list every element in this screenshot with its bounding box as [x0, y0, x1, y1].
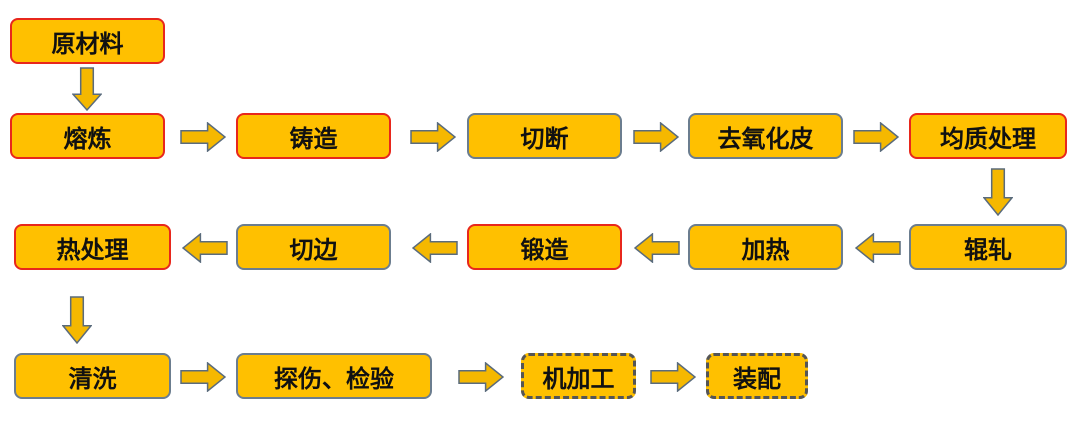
- step-descaling: 去氧化皮: [688, 113, 843, 159]
- step-trimming: 切边: [236, 224, 391, 270]
- arrow-right-icon: [180, 362, 226, 392]
- arrow-right-icon: [853, 122, 899, 152]
- step-rolling: 辊轧: [909, 224, 1067, 270]
- arrow-down-icon: [62, 296, 92, 344]
- arrow-right-icon: [650, 362, 696, 392]
- step-inspection: 探伤、检验: [236, 353, 432, 399]
- arrow-down-icon: [983, 168, 1013, 216]
- arrow-right-icon: [458, 362, 504, 392]
- arrow-left-icon: [182, 233, 228, 263]
- step-casting: 铸造: [236, 113, 391, 159]
- arrow-right-icon: [633, 122, 679, 152]
- step-machining: 机加工: [521, 353, 636, 399]
- step-raw-material: 原材料: [10, 18, 165, 64]
- arrow-left-icon: [634, 233, 680, 263]
- step-heat-treatment: 热处理: [14, 224, 171, 270]
- step-forging: 锻造: [467, 224, 622, 270]
- arrow-left-icon: [412, 233, 458, 263]
- arrow-right-icon: [180, 122, 226, 152]
- step-homogenizing: 均质处理: [909, 113, 1067, 159]
- arrow-right-icon: [410, 122, 456, 152]
- step-cleaning: 清洗: [14, 353, 171, 399]
- step-heating: 加热: [688, 224, 843, 270]
- step-cutting: 切断: [467, 113, 622, 159]
- arrow-left-icon: [855, 233, 901, 263]
- arrow-down-icon: [72, 67, 102, 111]
- step-smelting: 熔炼: [10, 113, 165, 159]
- step-assembly: 装配: [706, 353, 808, 399]
